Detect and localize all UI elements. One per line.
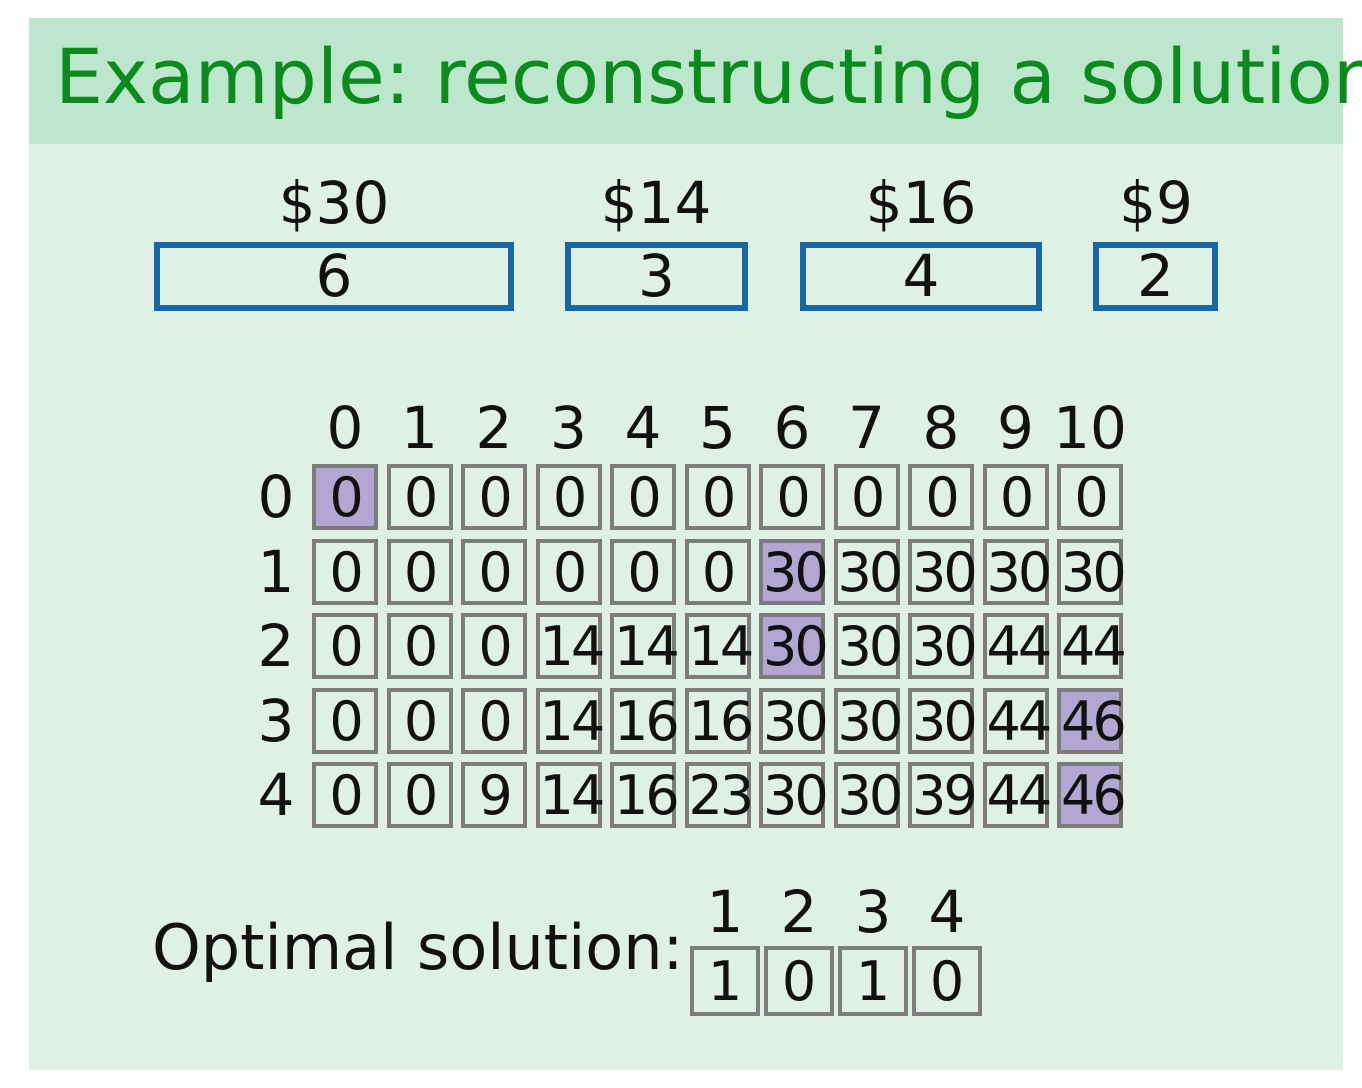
table-cell: 16	[610, 762, 680, 828]
solution-cell: 0	[912, 946, 982, 1016]
table-cell: 30	[833, 538, 903, 605]
table-cell: 30	[833, 687, 903, 754]
column-label: 1	[401, 394, 438, 462]
table-cell: 0	[610, 538, 676, 605]
column-label: 7	[848, 394, 885, 462]
table-cell: 0	[461, 464, 527, 530]
column-label: 4	[624, 394, 662, 462]
table-cell: 14	[535, 762, 605, 828]
table-cell: 39	[908, 762, 978, 828]
table-cell: 0	[386, 464, 453, 530]
table-cell: 0	[908, 464, 974, 530]
column-label: 6	[773, 394, 811, 462]
solution-item-label: 3	[854, 878, 892, 946]
table-cell-highlighted: 46	[1057, 762, 1127, 828]
column-label: 2	[475, 394, 513, 462]
table-cell: 0	[833, 464, 900, 530]
table-cell: 44	[1057, 613, 1127, 679]
table-cell: 0	[312, 762, 378, 828]
table-cell: 14	[610, 613, 680, 679]
table-cell: 9	[461, 762, 527, 828]
item-1-price: $30	[278, 169, 390, 237]
table-cell: 0	[312, 687, 378, 754]
table-cell: 16	[684, 687, 754, 754]
table-cell: 30	[833, 613, 903, 679]
column-label: 3	[550, 394, 587, 462]
table-cell: 44	[982, 762, 1052, 828]
table-cell: 0	[386, 538, 453, 605]
table-cell: 0	[610, 464, 676, 530]
table-cell: 0	[386, 613, 453, 679]
table-cell: 14	[535, 687, 605, 754]
table-cell: 0	[1057, 464, 1123, 530]
table-cell: 44	[982, 613, 1052, 679]
table-cell: 30	[908, 538, 978, 605]
item-1-weight-box: 6	[154, 242, 514, 311]
solution-cell: 1	[838, 946, 908, 1016]
row-label: 4	[257, 761, 295, 829]
table-cell: 23	[684, 762, 754, 828]
table-cell: 14	[684, 613, 754, 679]
table-cell: 0	[535, 464, 602, 530]
table-cell: 0	[684, 538, 751, 605]
item-2-weight-box: 3	[565, 242, 748, 311]
column-label: 8	[922, 394, 960, 462]
item-4-price: $9	[1119, 169, 1193, 237]
item-3-price: $16	[865, 169, 977, 237]
table-cell-highlighted: 30	[759, 538, 829, 605]
row-label: 1	[257, 537, 295, 606]
table-cell: 0	[312, 613, 378, 679]
optimal-solution-label: Optimal solution:	[152, 911, 684, 984]
row-label: 0	[257, 463, 295, 531]
table-cell-highlighted: 30	[759, 613, 829, 679]
table-cell: 0	[386, 762, 453, 828]
table-cell: 30	[982, 538, 1052, 605]
item-4-weight-box: 2	[1093, 242, 1218, 311]
table-cell-highlighted: 46	[1057, 687, 1127, 754]
table-cell: 44	[982, 687, 1052, 754]
table-cell: 0	[982, 464, 1049, 530]
table-cell: 0	[684, 464, 751, 530]
table-cell: 30	[759, 762, 829, 828]
table-cell: 0	[461, 613, 527, 679]
slide-title: Example: reconstructing a solution	[55, 32, 1362, 121]
table-cell: 0	[312, 538, 378, 605]
table-cell: 0	[535, 538, 602, 605]
slide: Example: reconstructing a solution	[29, 18, 1362, 1070]
solution-item-label: 4	[928, 878, 966, 946]
item-2-price: $14	[600, 169, 712, 237]
item-3-weight-box: 4	[800, 242, 1042, 311]
table-cell: 0	[386, 687, 453, 754]
column-label: 9	[997, 394, 1034, 462]
solution-item-label: 2	[780, 878, 818, 946]
table-cell: 30	[908, 687, 978, 754]
title-bar: Example: reconstructing a solution	[29, 18, 1362, 144]
table-cell: 30	[1057, 538, 1127, 605]
table-cell: 30	[833, 762, 903, 828]
solution-cell: 1	[690, 946, 760, 1016]
column-label: 10	[1053, 394, 1127, 462]
table-cell: 30	[908, 613, 978, 679]
solution-item-label: 1	[706, 878, 744, 946]
row-label: 3	[257, 686, 295, 755]
table-cell: 0	[759, 464, 825, 530]
table-cell: 16	[610, 687, 680, 754]
solution-cell: 0	[764, 946, 834, 1016]
table-cell: 0	[461, 687, 527, 754]
table-cell-highlighted: 0	[312, 464, 378, 530]
table-cell: 0	[461, 538, 527, 605]
column-label: 0	[326, 394, 364, 462]
table-cell: 14	[535, 613, 605, 679]
row-label: 2	[257, 612, 295, 680]
table-cell: 30	[759, 687, 829, 754]
column-label: 5	[699, 394, 736, 462]
